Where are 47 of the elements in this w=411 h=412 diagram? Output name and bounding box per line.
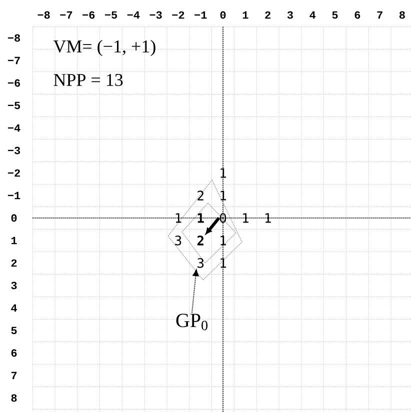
cell-number: 2 bbox=[198, 190, 204, 200]
axis-tick-label: 6 bbox=[354, 11, 360, 19]
cell-number: 2 bbox=[197, 236, 204, 246]
axis-tick-label: 1 bbox=[242, 11, 248, 19]
cell-number: 1 bbox=[243, 213, 248, 223]
cell-number: 1 bbox=[198, 213, 204, 223]
axis-tick-label: −2 bbox=[172, 11, 184, 19]
axis-tick-label: 1 bbox=[11, 236, 17, 244]
point-label: GP$_{0}$ bbox=[176, 314, 208, 330]
axis-tick-label: 8 bbox=[399, 11, 405, 19]
axis-tick-label: 0 bbox=[220, 11, 226, 19]
axis-tick-label: −7 bbox=[60, 11, 72, 19]
axis-tick-label: 3 bbox=[11, 282, 17, 290]
axis-tick-label: 5 bbox=[11, 326, 17, 334]
axis-tick-label: −5 bbox=[104, 11, 118, 19]
axis-tick-label: −4 bbox=[127, 11, 140, 19]
axis-tick-label: −3 bbox=[8, 146, 20, 154]
axis-tick-label: 4 bbox=[310, 11, 316, 19]
axis-tick-label: −1 bbox=[8, 192, 20, 200]
axis-tick-label: −8 bbox=[38, 11, 50, 19]
axis-tick-label: 8 bbox=[11, 394, 17, 402]
axis-tick-label: 7 bbox=[11, 372, 17, 380]
axis-tick-label: −3 bbox=[150, 11, 162, 19]
axis-tick-label: 2 bbox=[11, 259, 17, 267]
arrow bbox=[192, 269, 199, 314]
axis-tick-label: 0 bbox=[11, 214, 17, 222]
axis-tick-label: 6 bbox=[11, 349, 17, 357]
axis-tick-label: −1 bbox=[194, 11, 207, 19]
axis-tick-label: 4 bbox=[11, 304, 17, 312]
cell-number: 1 bbox=[176, 213, 182, 223]
annotation-text: VM= (−1, +1) bbox=[53, 40, 156, 56]
axis-tick-label: −4 bbox=[8, 124, 20, 132]
axis-tick-label: 7 bbox=[377, 11, 382, 19]
cell-number: 3 bbox=[198, 258, 204, 268]
cell-number: 1 bbox=[265, 213, 271, 223]
arrow bbox=[206, 217, 220, 234]
axis-tick-label: −6 bbox=[82, 11, 95, 19]
axis-tick-label: 5 bbox=[332, 11, 338, 19]
axis-tick-label: −6 bbox=[8, 79, 20, 87]
axis-tick-label: −5 bbox=[8, 102, 20, 110]
axis-tick-label: −8 bbox=[8, 34, 20, 42]
annotation-text: NPP = 13 bbox=[54, 74, 123, 86]
axis-tick-label: 3 bbox=[287, 11, 293, 19]
axis-tick-label: −2 bbox=[8, 169, 20, 177]
axis-tick-label: −7 bbox=[8, 56, 20, 64]
axis-tick-label: 2 bbox=[265, 11, 270, 19]
cell-number: 3 bbox=[175, 236, 182, 246]
